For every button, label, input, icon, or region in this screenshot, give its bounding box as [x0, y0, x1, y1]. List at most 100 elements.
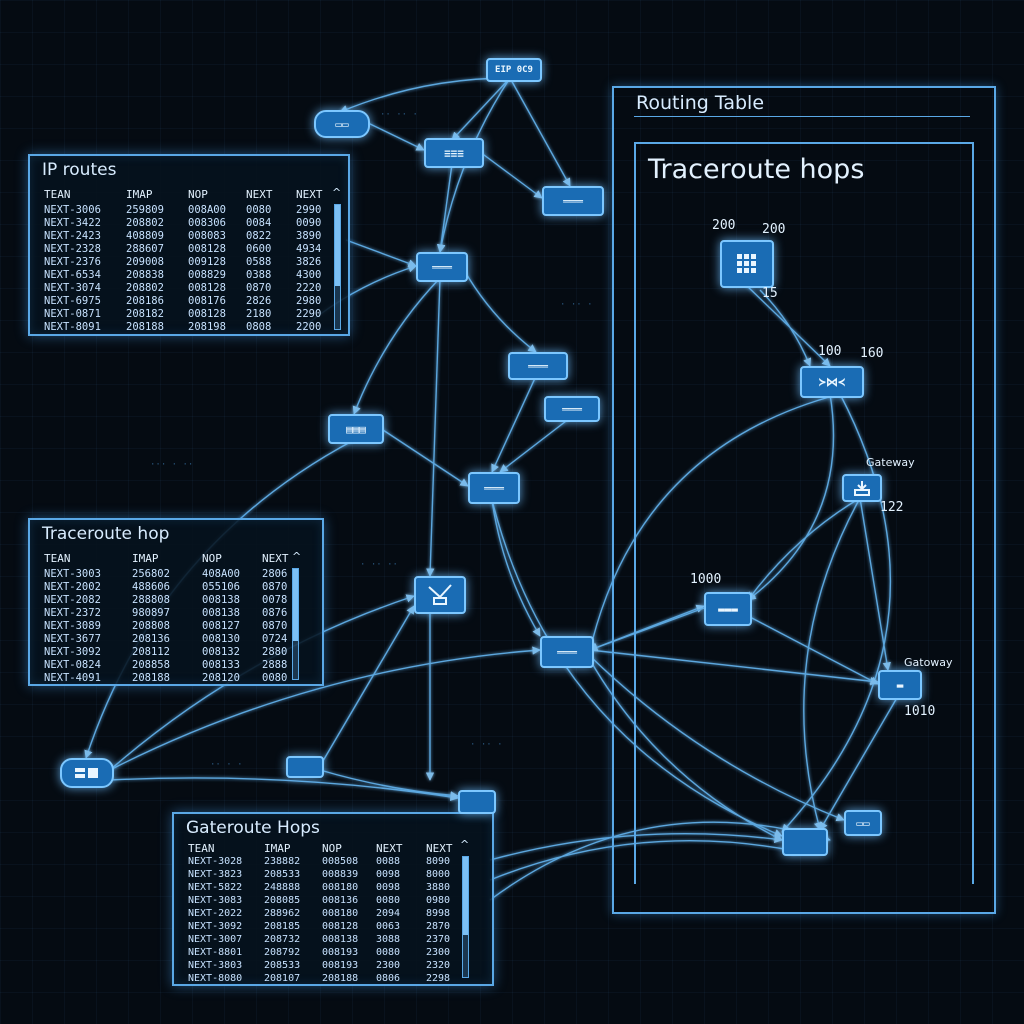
table-cell: 0588 — [246, 256, 272, 268]
access-point-node[interactable] — [414, 576, 466, 614]
table-cell: 208182 — [126, 308, 164, 320]
table-cell: 3088 — [376, 934, 401, 945]
table-cell: NEXT-8091 — [44, 321, 101, 333]
column-header[interactable]: IMAP — [132, 552, 159, 565]
hop-router-node[interactable]: ▬▬▬ — [704, 592, 752, 626]
column-header[interactable]: NEXT — [376, 842, 403, 855]
connection-link — [489, 839, 801, 881]
table-cell: 238882 — [264, 856, 301, 867]
scrollbar-thumb[interactable] — [463, 857, 468, 935]
cube-node[interactable] — [782, 828, 828, 856]
router-node[interactable]: ═══ — [508, 352, 568, 380]
panel-title: Traceroute hop — [42, 524, 170, 544]
scrollbar-thumb[interactable] — [293, 569, 298, 641]
router-pill-node[interactable]: ▭▭ — [314, 110, 370, 138]
endpoint-pill-node[interactable] — [60, 758, 114, 788]
table-cell: NEXT-2372 — [44, 607, 101, 619]
table-cell: 0870 — [246, 282, 272, 294]
gateway-router-node[interactable]: ▬ — [878, 670, 922, 700]
table-cell: 208112 — [132, 646, 170, 658]
column-header[interactable]: TEAN — [44, 188, 71, 201]
column-header[interactable]: TEAN — [188, 842, 215, 855]
table-cell: 008138 — [202, 607, 240, 619]
connection-link — [436, 163, 453, 253]
hop-value-label: 1000 — [690, 572, 722, 587]
table-cell: NEXT-3083 — [188, 895, 243, 906]
router-node[interactable]: ▤▤▤ — [328, 414, 384, 444]
column-header[interactable]: NOP — [322, 842, 342, 855]
table-cell: 408A00 — [202, 568, 240, 580]
table-cell: 2990 — [296, 204, 322, 216]
routing-table-frame — [612, 86, 996, 914]
router-node[interactable]: ═══ — [544, 396, 600, 422]
scrollbar[interactable] — [334, 204, 341, 330]
hop-value-label: 15 — [762, 286, 778, 301]
sort-up-icon[interactable]: ^ — [332, 186, 342, 199]
connection-link — [509, 77, 571, 187]
gateway-label: Gateway — [866, 456, 915, 469]
table-cell: 208188 — [126, 321, 164, 333]
table-cell: 208136 — [132, 633, 170, 645]
table-cell: 248888 — [264, 882, 301, 893]
table-cell: 0724 — [262, 633, 288, 645]
routing-table-title: Routing Table — [636, 92, 765, 114]
connection-link — [352, 277, 441, 415]
router-node[interactable]: ═══ — [540, 636, 594, 668]
column-header[interactable]: IMAP — [126, 188, 153, 201]
table-cell: 2888 — [262, 659, 288, 671]
table-cell: 8000 — [426, 869, 451, 880]
server-icon — [75, 768, 98, 778]
column-header[interactable]: NEXT — [426, 842, 453, 855]
table-cell: 0806 — [376, 973, 401, 984]
gateway-node[interactable] — [842, 474, 882, 502]
table-cell: 208732 — [264, 934, 301, 945]
table-cell: 008A00 — [188, 204, 226, 216]
table-cell: NEXT-3007 — [188, 934, 243, 945]
router-node[interactable]: ≡≡≡ — [424, 138, 484, 168]
scrollbar-thumb[interactable] — [335, 205, 340, 286]
table-cell: NEXT-3006 — [44, 204, 101, 216]
noise-text: ·· ·· · — [380, 110, 418, 120]
table-cell: 0090 — [296, 217, 322, 229]
table-cell: NEXT-2423 — [44, 230, 101, 242]
firewall-node[interactable]: ▭▭ — [844, 810, 882, 836]
column-header[interactable]: NEXT — [296, 188, 323, 201]
cube-node[interactable] — [286, 756, 324, 778]
sort-up-icon[interactable]: ^ — [460, 838, 470, 851]
access-point-icon — [428, 584, 452, 605]
table-cell: 008127 — [202, 620, 240, 632]
table-cell: 008132 — [202, 646, 240, 658]
hop-server-node[interactable] — [720, 240, 774, 288]
scrollbar[interactable] — [462, 856, 469, 978]
column-header[interactable]: TEAN — [44, 552, 71, 565]
table-cell: 008193 — [322, 947, 359, 958]
top-router-node[interactable]: EIP 0C9 — [486, 58, 542, 82]
hop-switch-node[interactable]: ≻⋈≺ — [800, 366, 864, 398]
router-node[interactable]: ═══ — [468, 472, 520, 504]
table-cell: 208792 — [264, 947, 301, 958]
column-header[interactable]: NEXT — [246, 188, 273, 201]
column-header[interactable]: NEXT — [262, 552, 289, 565]
column-header[interactable]: NOP — [188, 188, 208, 201]
sort-up-icon[interactable]: ^ — [292, 550, 302, 563]
column-header[interactable]: IMAP — [264, 842, 291, 855]
table-cell: 2200 — [296, 321, 322, 333]
router-node[interactable]: ═══ — [416, 252, 468, 282]
table-cell: 208533 — [264, 960, 301, 971]
table-cell: 259809 — [126, 204, 164, 216]
gateway-icon — [854, 481, 870, 496]
table-cell: 008508 — [322, 856, 359, 867]
cube-node[interactable] — [458, 790, 496, 814]
hop-value-label: 200 — [712, 218, 736, 233]
noise-text: ··· · ·· — [150, 460, 194, 470]
table-cell: 208186 — [126, 295, 164, 307]
table-cell: NEXT-4091 — [44, 672, 101, 684]
scrollbar[interactable] — [292, 568, 299, 680]
router-node[interactable]: ═══ — [542, 186, 604, 216]
table-cell: 208858 — [132, 659, 170, 671]
connection-link — [747, 615, 879, 685]
table-cell: 2826 — [246, 295, 272, 307]
column-header[interactable]: NOP — [202, 552, 222, 565]
table-cell: 008829 — [188, 269, 226, 281]
connection-link — [589, 607, 705, 652]
